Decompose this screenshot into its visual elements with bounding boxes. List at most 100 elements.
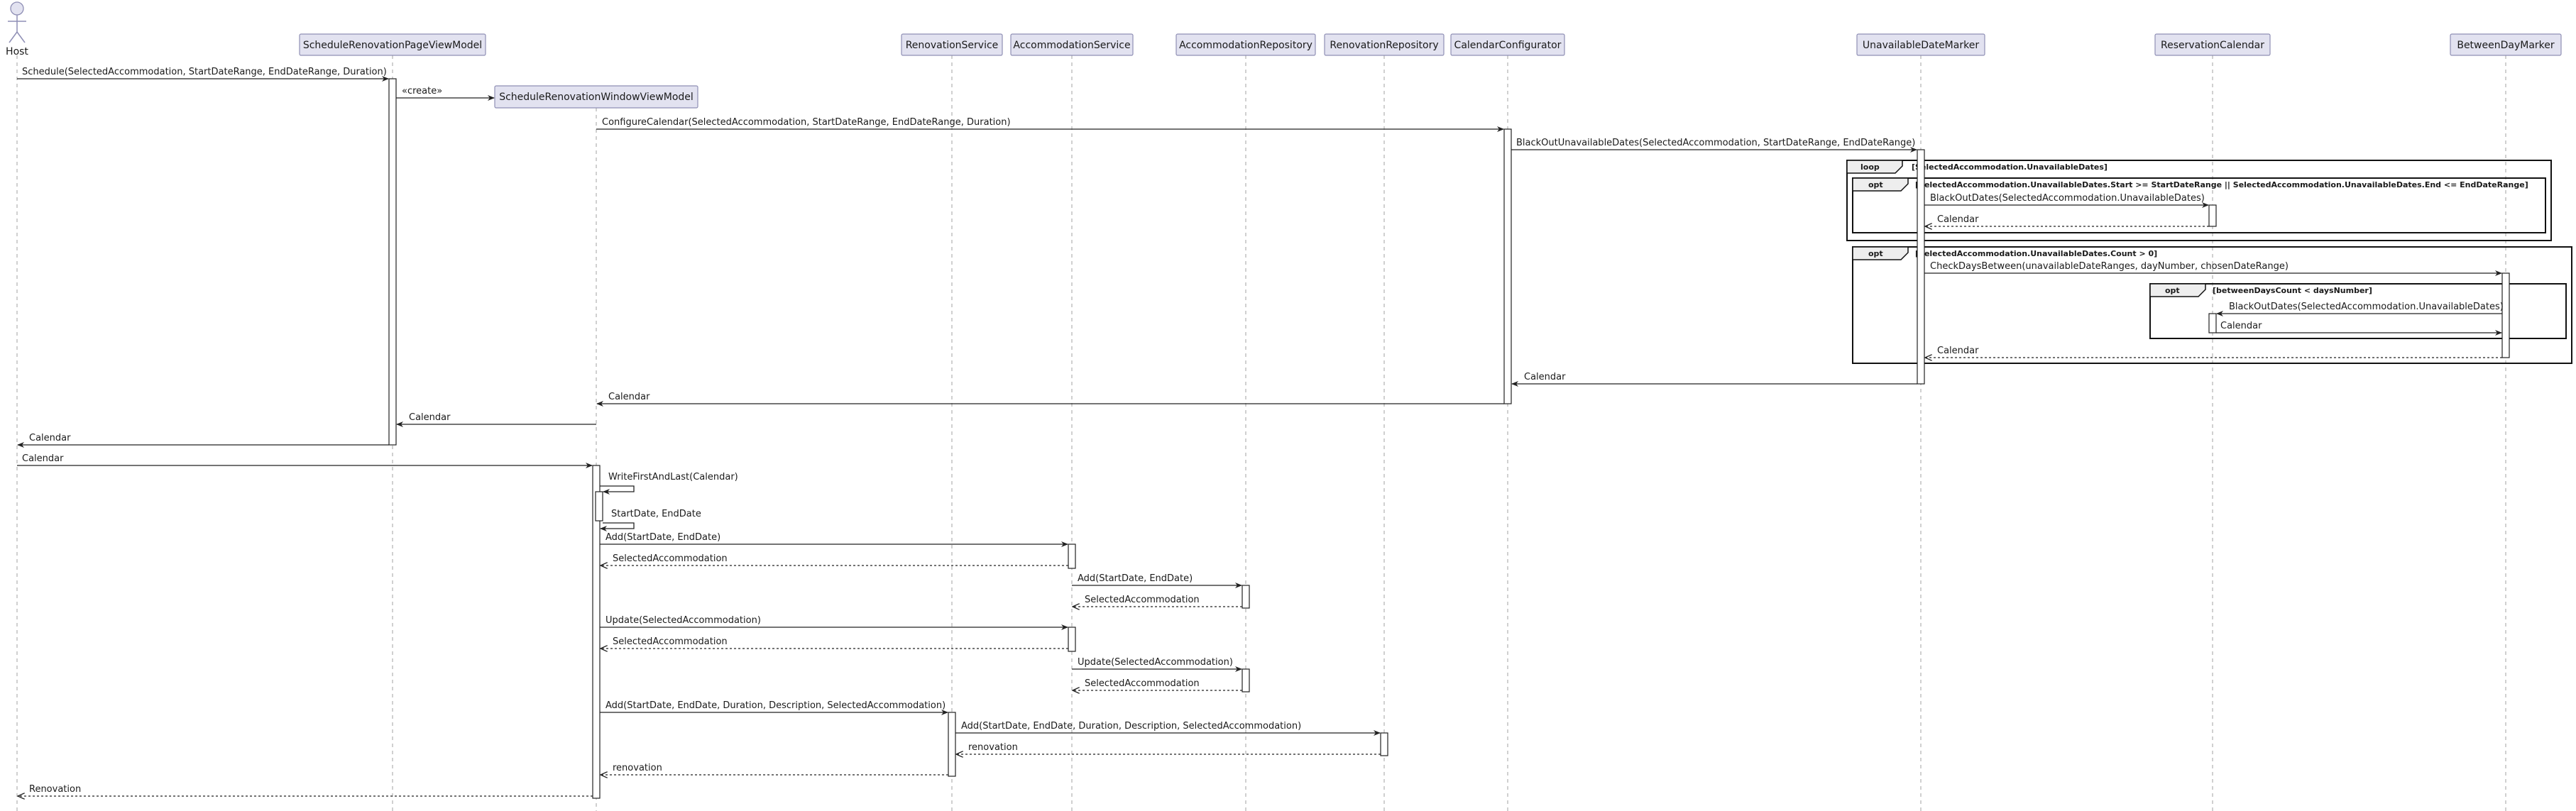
participant-label: BetweenDayMarker xyxy=(2457,40,2555,51)
message-label: renovation xyxy=(968,742,1018,753)
message-label: Renovation xyxy=(29,784,81,795)
fragment-opt-inner: opt [betweenDaysCount < daysNumber] xyxy=(2149,283,2567,339)
activation-bar xyxy=(2501,272,2510,358)
message-calendar-to-window: Calendar xyxy=(596,392,1504,407)
message-label: Calendar xyxy=(1524,372,1566,382)
participant-label: AccommodationService xyxy=(1013,40,1130,51)
message-return-renovation: renovation xyxy=(601,763,948,775)
participant-unavailable-date-marker: UnavailableDateMarker xyxy=(1856,33,1985,56)
participant-between-day-marker: BetweenDayMarker xyxy=(2450,33,2562,56)
message-label: Update(SelectedAccommodation) xyxy=(605,615,761,626)
activation-bar xyxy=(1068,627,1076,652)
activation-bar xyxy=(595,491,603,522)
message-label: Calendar xyxy=(2220,321,2262,331)
activation-bar xyxy=(1068,544,1076,569)
message-label: Add(StartDate, EndDate, Duration, Descri… xyxy=(961,721,1301,732)
fragment-guard: [SelectedAccommodation.UnavailableDates] xyxy=(1912,162,2108,172)
actor-label: Host xyxy=(6,46,28,57)
participant-reservation-calendar: ReservationCalendar xyxy=(2154,33,2271,56)
message-calendar-to-page: Calendar xyxy=(396,412,596,427)
activation-bar xyxy=(388,78,397,446)
message-label: WriteFirstAndLast(Calendar) xyxy=(608,472,738,482)
actor-leg-right xyxy=(16,31,26,43)
message-return-start-end: StartDate, EndDate xyxy=(600,509,701,531)
message-black-out-dates: BlackOutDates(SelectedAccommodation.Unav… xyxy=(1924,193,2209,208)
message-label: SelectedAccommodation xyxy=(1085,595,1200,605)
message-calendar-to-host: Calendar xyxy=(17,433,389,448)
participant-page-viewmodel: ScheduleRenovationPageViewModel xyxy=(299,33,486,56)
participant-window-viewmodel: ScheduleRenovationWindowViewModel xyxy=(494,85,698,109)
participant-accommodation-service: AccommodationService xyxy=(1010,33,1134,56)
message-label: Add(StartDate, EndDate) xyxy=(605,532,720,543)
message-label: Calendar xyxy=(22,453,64,464)
message-black-out-dates-between: BlackOutDates(SelectedAccommodation.Unav… xyxy=(2216,302,2504,316)
activations xyxy=(388,78,2510,799)
actor-head xyxy=(10,1,24,16)
fragment-kind: opt xyxy=(1868,180,1883,189)
message-update-accommodation-service: Update(SelectedAccommodation) xyxy=(600,615,1068,630)
message-check-days-between: CheckDaysBetween(unavailableDateRanges, … xyxy=(1924,261,2502,276)
fragment-opt: opt [SelectedAccommodation.UnavailableDa… xyxy=(1852,177,2546,233)
fragment-loop: loop [SelectedAccommodation.UnavailableD… xyxy=(1846,160,2552,241)
message-label: CheckDaysBetween(unavailableDateRanges, … xyxy=(1930,261,2289,272)
message-return-calendar: Calendar xyxy=(1925,214,2209,226)
message-return-selected-accommodation: SelectedAccommodation xyxy=(601,636,1068,649)
participant-label: ScheduleRenovationWindowViewModel xyxy=(499,92,694,103)
participant-label: RenovationService xyxy=(906,40,999,51)
participant-label: ScheduleRenovationPageViewModel xyxy=(303,40,482,51)
participant-accommodation-repository: AccommodationRepository xyxy=(1175,33,1316,56)
fragment-kind: loop xyxy=(1860,162,1880,172)
message-label: SelectedAccommodation xyxy=(613,553,728,564)
message-label: Calendar xyxy=(409,412,451,423)
message-return-renovation: renovation xyxy=(956,742,1381,754)
message-label: Calendar xyxy=(29,433,71,443)
message-label: BlackOutUnavailableDates(SelectedAccommo… xyxy=(1516,138,1915,148)
message-add-renovation-repository: Add(StartDate, EndDate, Duration, Descri… xyxy=(955,721,1381,736)
messages: Schedule(SelectedAccommodation, StartDat… xyxy=(17,67,2504,796)
message-label: Add(StartDate, EndDate, Duration, Descri… xyxy=(605,700,946,711)
message-calendar-to-between: Calendar xyxy=(2216,321,2502,336)
message-create: «create» xyxy=(396,86,495,101)
message-host-calendar: Calendar xyxy=(17,453,593,468)
participants: ScheduleRenovationPageViewModel Schedule… xyxy=(299,33,2562,109)
message-label: SelectedAccommodation xyxy=(613,636,728,647)
message-write-first-and-last: WriteFirstAndLast(Calendar) xyxy=(600,472,738,495)
participant-label: AccommodationRepository xyxy=(1179,40,1312,51)
message-configure-calendar: ConfigureCalendar(SelectedAccommodation,… xyxy=(596,117,1504,132)
message-schedule: Schedule(SelectedAccommodation, StartDat… xyxy=(17,67,389,82)
activation-bar xyxy=(1242,585,1250,609)
activation-bar xyxy=(1917,149,1925,385)
participant-calendar-configurator: CalendarConfigurator xyxy=(1450,33,1565,56)
fragment-guard: [betweenDaysCount < daysNumber] xyxy=(2213,286,2372,295)
message-calendar-to-configurator: Calendar xyxy=(1511,372,1917,387)
message-add-accommodation-service: Add(StartDate, EndDate) xyxy=(600,532,1068,547)
message-label: Calendar xyxy=(1937,346,1979,356)
fragments: loop [SelectedAccommodation.UnavailableD… xyxy=(1846,160,2572,364)
message-label: Calendar xyxy=(608,392,650,402)
message-add-renovation-service: Add(StartDate, EndDate, Duration, Descri… xyxy=(600,700,948,715)
message-label: SelectedAccommodation xyxy=(1085,678,1200,689)
message-return-selected-accommodation: SelectedAccommodation xyxy=(601,553,1068,566)
message-label: «create» xyxy=(402,86,442,96)
message-add-accommodation-repository: Add(StartDate, EndDate) xyxy=(1072,573,1242,588)
fragment-guard: [SelectedAccommodation.UnavailableDates.… xyxy=(1915,180,2528,189)
participant-label: ReservationCalendar xyxy=(2161,40,2264,51)
message-label: BlackOutDates(SelectedAccommodation.Unav… xyxy=(1930,193,2205,204)
activation-bar xyxy=(592,465,601,799)
message-label: renovation xyxy=(613,763,662,773)
message-label: BlackOutDates(SelectedAccommodation.Unav… xyxy=(2229,302,2504,312)
fragment-opt-outer: opt [SelectedAccommodation.UnavailableDa… xyxy=(1852,246,2572,364)
participant-renovation-service: RenovationService xyxy=(901,33,1003,56)
message-label: Schedule(SelectedAccommodation, StartDat… xyxy=(22,67,387,77)
message-label: Update(SelectedAccommodation) xyxy=(1078,657,1233,668)
message-label: StartDate, EndDate xyxy=(611,509,701,519)
message-return-selected-accommodation: SelectedAccommodation xyxy=(1073,595,1242,607)
message-return-calendar: Calendar xyxy=(1925,346,2502,358)
participant-renovation-repository: RenovationRepository xyxy=(1324,33,1445,56)
message-return-selected-accommodation: SelectedAccommodation xyxy=(1073,678,1242,690)
participant-label: CalendarConfigurator xyxy=(1454,40,1562,51)
activation-bar xyxy=(1503,128,1512,404)
activation-bar xyxy=(2208,313,2217,333)
fragment-kind: opt xyxy=(2165,286,2180,295)
message-label: Add(StartDate, EndDate) xyxy=(1078,573,1193,584)
